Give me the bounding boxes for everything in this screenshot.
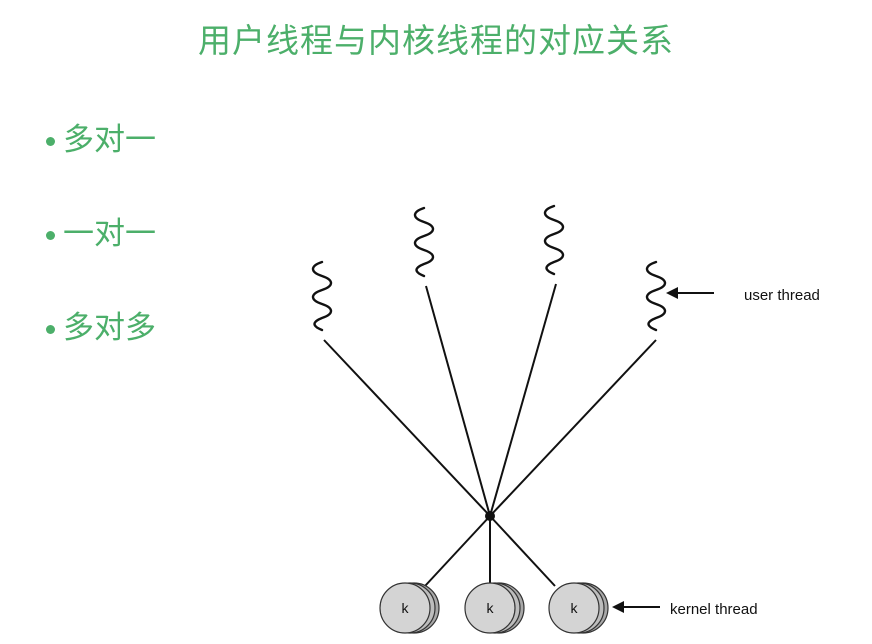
- kernel-thread-annotation: kernel thread: [612, 601, 758, 618]
- user-thread-icon: [543, 204, 565, 276]
- user-thread-icon: [413, 206, 435, 278]
- user-thread-annotation: user thread: [666, 287, 820, 304]
- bullet-dot-icon: [46, 324, 55, 334]
- bullet-dot-icon: [46, 136, 55, 146]
- page-title: 用户线程与内核线程的对应关系: [198, 21, 674, 60]
- kernel-thread-label: k: [402, 600, 410, 616]
- user-thread-group: [311, 204, 667, 332]
- connection-line: [425, 285, 491, 517]
- bullet-label: 多对多: [63, 309, 156, 346]
- connection-line: [489, 515, 556, 587]
- connection-line: [323, 339, 491, 517]
- kernel-thread-label-text: kernel thread: [670, 601, 758, 618]
- kernel-thread-label: k: [571, 600, 579, 616]
- bullet-label: 一对一: [63, 215, 156, 252]
- kernel-thread-icon: k: [464, 582, 525, 634]
- kernel-thread-group: k k k: [379, 582, 609, 634]
- user-connections: [323, 283, 657, 517]
- arrowhead-icon: [666, 287, 678, 299]
- user-thread-icon: [311, 260, 333, 332]
- arrowhead-icon: [612, 601, 624, 613]
- bullet-label: 多对一: [63, 121, 156, 158]
- list-item-many-to-many: 多对多: [46, 300, 156, 348]
- kernel-thread-label: k: [487, 600, 495, 616]
- user-thread-label: user thread: [744, 287, 820, 304]
- connection-line: [489, 339, 657, 517]
- list-item-many-to-one: 多对一: [46, 112, 156, 160]
- kernel-connections: [424, 515, 556, 587]
- list-item-one-to-one: 一对一: [46, 206, 156, 254]
- connection-line: [489, 283, 557, 517]
- user-thread-icon: [645, 260, 667, 332]
- connection-line: [424, 515, 491, 587]
- model-list: 多对一 一对一 多对多: [46, 112, 156, 394]
- kernel-thread-icon: k: [379, 582, 440, 634]
- bullet-dot-icon: [46, 230, 55, 240]
- kernel-thread-icon: k: [548, 582, 609, 634]
